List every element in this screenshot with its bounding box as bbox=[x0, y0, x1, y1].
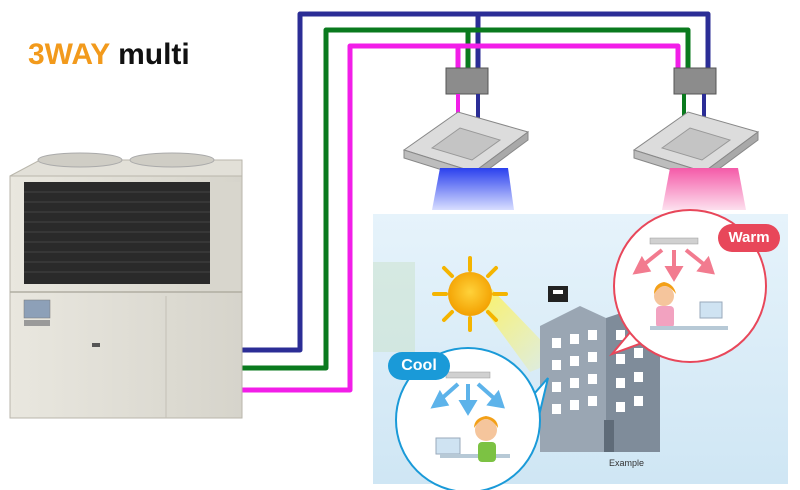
cassette-unit-left bbox=[402, 111, 530, 181]
branch-box-right bbox=[673, 67, 717, 118]
pipe-blue bbox=[240, 11, 711, 353]
warm-badge: Warm bbox=[718, 224, 780, 252]
pipe-green bbox=[240, 27, 691, 371]
example-caption: Example bbox=[609, 458, 645, 468]
cool-airflow bbox=[432, 168, 514, 210]
sun-icon bbox=[432, 256, 560, 372]
refrigerant-pipes bbox=[240, 11, 711, 393]
branch-box-left bbox=[445, 67, 489, 118]
cool-badge: Cool bbox=[388, 352, 450, 380]
outdoor-unit bbox=[9, 152, 243, 419]
title-rest: multi bbox=[118, 38, 190, 71]
title-accent: 3WAY bbox=[28, 38, 110, 71]
cool-bubble bbox=[395, 347, 549, 490]
page-title: 3WAY multi bbox=[28, 38, 190, 72]
warm-airflow bbox=[662, 168, 746, 210]
pipe-magenta bbox=[240, 43, 681, 393]
